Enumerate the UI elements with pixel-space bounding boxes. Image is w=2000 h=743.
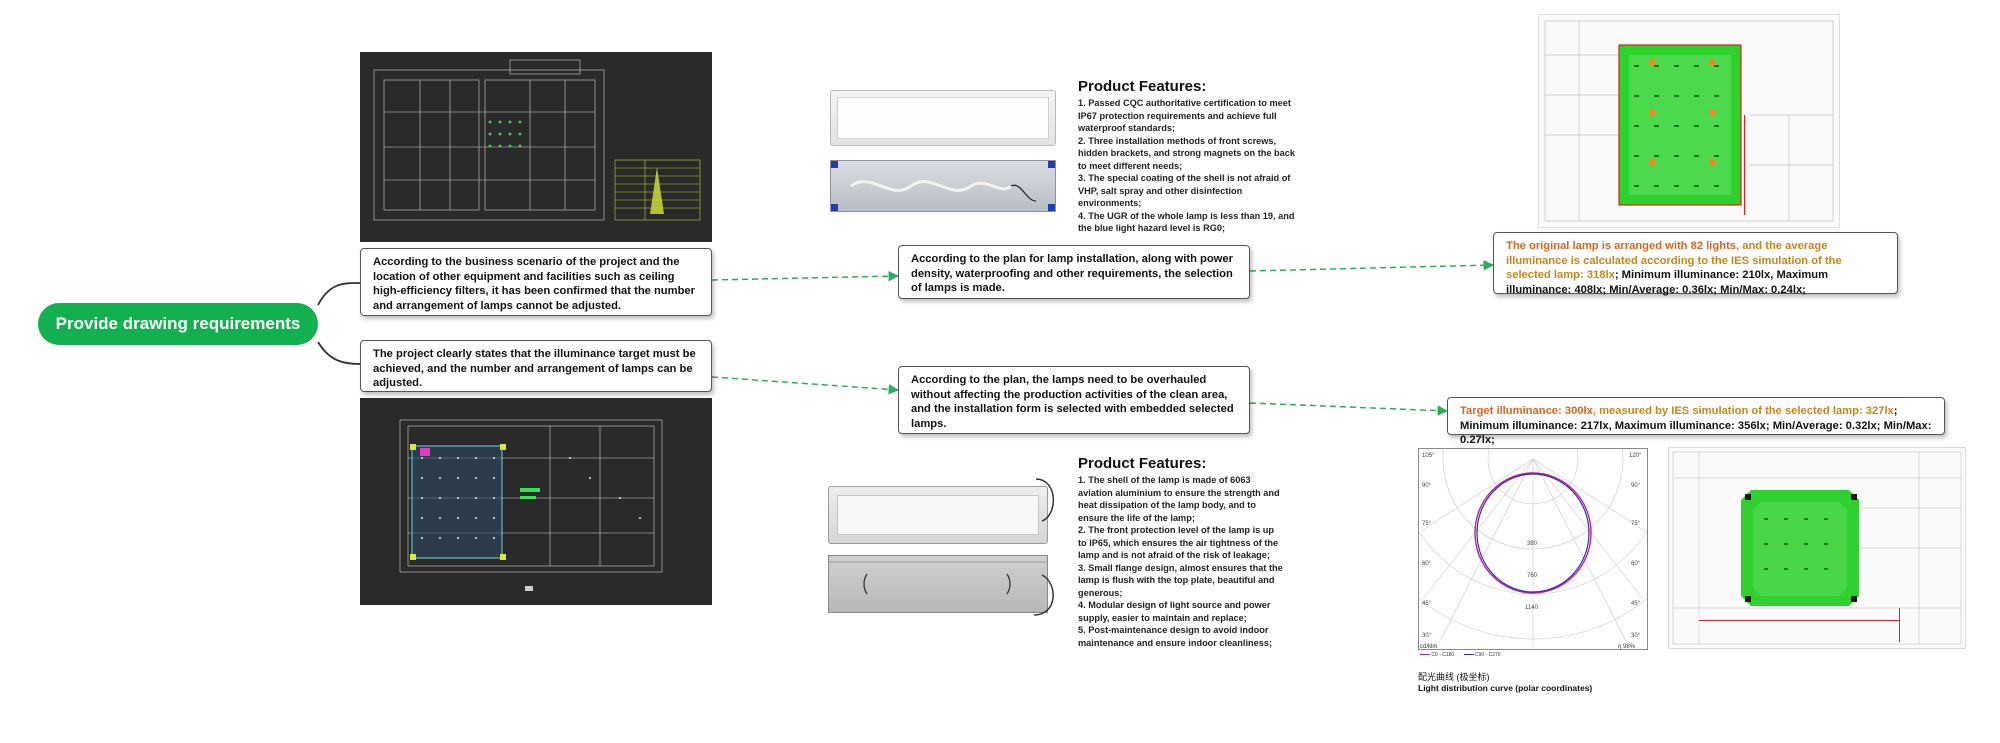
polar-curve-chart: 105° 90° 75° 60° 45° 30° 120° 90° 75° 60… bbox=[1419, 449, 1647, 649]
lamp-image-top-front bbox=[830, 90, 1056, 146]
branch-bottom-text: The project clearly states that the illu… bbox=[373, 348, 696, 389]
polar-angle-left-2: 75° bbox=[1422, 521, 1432, 527]
polar-angle-right-4: 45° bbox=[1631, 601, 1641, 607]
polar-angle-left-3: 60° bbox=[1422, 561, 1432, 567]
arrow-top-2 bbox=[1250, 265, 1493, 271]
lamp-image-bottom-front bbox=[828, 486, 1048, 544]
polar-caption-en: Light distribution curve (polar coordina… bbox=[1418, 683, 1592, 693]
polar-radial-0: 380 bbox=[1527, 541, 1538, 547]
simulation-plan-top bbox=[1538, 14, 1840, 228]
polar-angle-right-2: 75° bbox=[1631, 521, 1641, 527]
result-bottom-highlight-b: , measured by IES simulation of the sele… bbox=[1593, 405, 1894, 417]
polar-angle-right-3: 60° bbox=[1631, 561, 1641, 567]
features-bottom: Product Features: 1. The shell of the la… bbox=[1078, 455, 1284, 649]
polar-legend-b: C90 - C270 bbox=[1475, 652, 1501, 658]
arrow-bottom-2 bbox=[1250, 403, 1447, 411]
result-bottom-box: Target illuminance: 300lx, measured by I… bbox=[1447, 397, 1945, 435]
feature-bottom-2: 2. The front protection level of the lam… bbox=[1078, 524, 1284, 562]
lamp-image-top-back bbox=[830, 160, 1056, 212]
root-node: Provide drawing requirements bbox=[38, 303, 318, 345]
feature-top-3: 3. The special coating of the shell is n… bbox=[1078, 172, 1300, 210]
branch-bottom-box: The project clearly states that the illu… bbox=[360, 340, 712, 392]
polar-curve-panel: 105° 90° 75° 60° 45° 30° 120° 90° 75° 60… bbox=[1418, 448, 1648, 650]
feature-bottom-4: 4. Modular design of light source and po… bbox=[1078, 599, 1284, 624]
root-connector-bottom bbox=[318, 342, 360, 364]
branch-top-text: According to the business scenario of th… bbox=[373, 256, 695, 312]
features-top-title: Product Features: bbox=[1078, 78, 1300, 95]
root-label: Provide drawing requirements bbox=[56, 314, 301, 334]
result-top-highlight-a: The original lamp is arranged with 82 li… bbox=[1506, 240, 1736, 252]
result-top-box: The original lamp is arranged with 82 li… bbox=[1493, 232, 1898, 294]
polar-angle-right-1: 90° bbox=[1631, 483, 1641, 489]
plan-top-text: According to the plan for lamp installat… bbox=[911, 253, 1233, 294]
polar-caption-cn: 配光曲线 (极坐标) bbox=[1418, 670, 1490, 683]
legend-line-b bbox=[1464, 654, 1474, 655]
feature-top-1: 1. Passed CQC authoritative certificatio… bbox=[1078, 97, 1300, 135]
feature-bottom-1: 1. The shell of the lamp is made of 6063… bbox=[1078, 474, 1284, 524]
polar-angle-left-0: 105° bbox=[1422, 453, 1435, 459]
plan-bottom-box: According to the plan, the lamps need to… bbox=[898, 366, 1250, 434]
polar-efficiency: η 98% bbox=[1618, 644, 1635, 650]
polar-angle-left-1: 90° bbox=[1422, 483, 1432, 489]
features-bottom-title: Product Features: bbox=[1078, 455, 1284, 472]
plan-top-box: According to the plan for lamp installat… bbox=[898, 245, 1250, 299]
polar-angle-right-5: 30° bbox=[1631, 633, 1641, 639]
lamp-image-bottom-back bbox=[828, 555, 1048, 613]
polar-radial-1: 760 bbox=[1527, 573, 1538, 579]
feature-bottom-5: 5. Post-maintenance design to avoid indo… bbox=[1078, 624, 1284, 649]
simulation-plan-bottom bbox=[1668, 447, 1966, 649]
result-bottom-highlight-a: Target illuminance: 300lx bbox=[1460, 405, 1593, 417]
feature-top-4: 4. The UGR of the whole lamp is less tha… bbox=[1078, 210, 1300, 235]
cad-drawing-bottom bbox=[360, 398, 712, 605]
legend-line-a bbox=[1420, 654, 1430, 655]
polar-legend: C0 - C180 C90 - C270 bbox=[1420, 652, 1620, 660]
polar-legend-a: C0 - C180 bbox=[1431, 652, 1454, 658]
polar-angle-left-4: 45° bbox=[1422, 601, 1432, 607]
root-connector-top bbox=[318, 283, 360, 305]
polar-angle-left-5: 30° bbox=[1422, 633, 1432, 639]
polar-unit: cd/klm bbox=[1420, 644, 1437, 650]
arrow-bottom-1 bbox=[712, 377, 898, 390]
polar-radial-2: 1140 bbox=[1525, 605, 1539, 611]
lamp-cable-icon bbox=[1030, 475, 1060, 620]
arrow-top-1 bbox=[712, 276, 898, 280]
plan-bottom-text: According to the plan, the lamps need to… bbox=[911, 374, 1234, 430]
polar-angle-right-0: 120° bbox=[1629, 453, 1642, 459]
feature-bottom-3: 3. Small flange design, almost ensures t… bbox=[1078, 562, 1284, 600]
cad-drawing-top bbox=[360, 52, 712, 242]
features-top: Product Features: 1. Passed CQC authorit… bbox=[1078, 78, 1300, 235]
feature-top-2: 2. Three installation methods of front s… bbox=[1078, 135, 1300, 173]
branch-top-box: According to the business scenario of th… bbox=[360, 248, 712, 316]
